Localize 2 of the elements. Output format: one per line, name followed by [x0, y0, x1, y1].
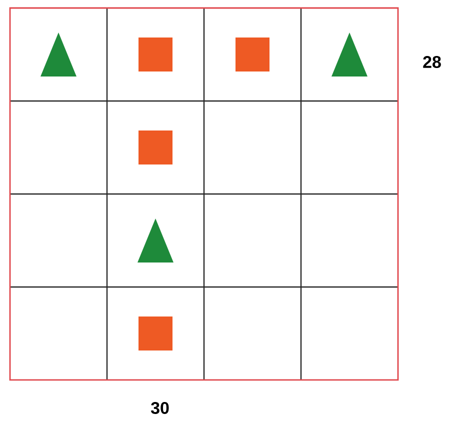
number-label: 28	[423, 56, 441, 68]
number-label: 30	[150, 402, 169, 414]
